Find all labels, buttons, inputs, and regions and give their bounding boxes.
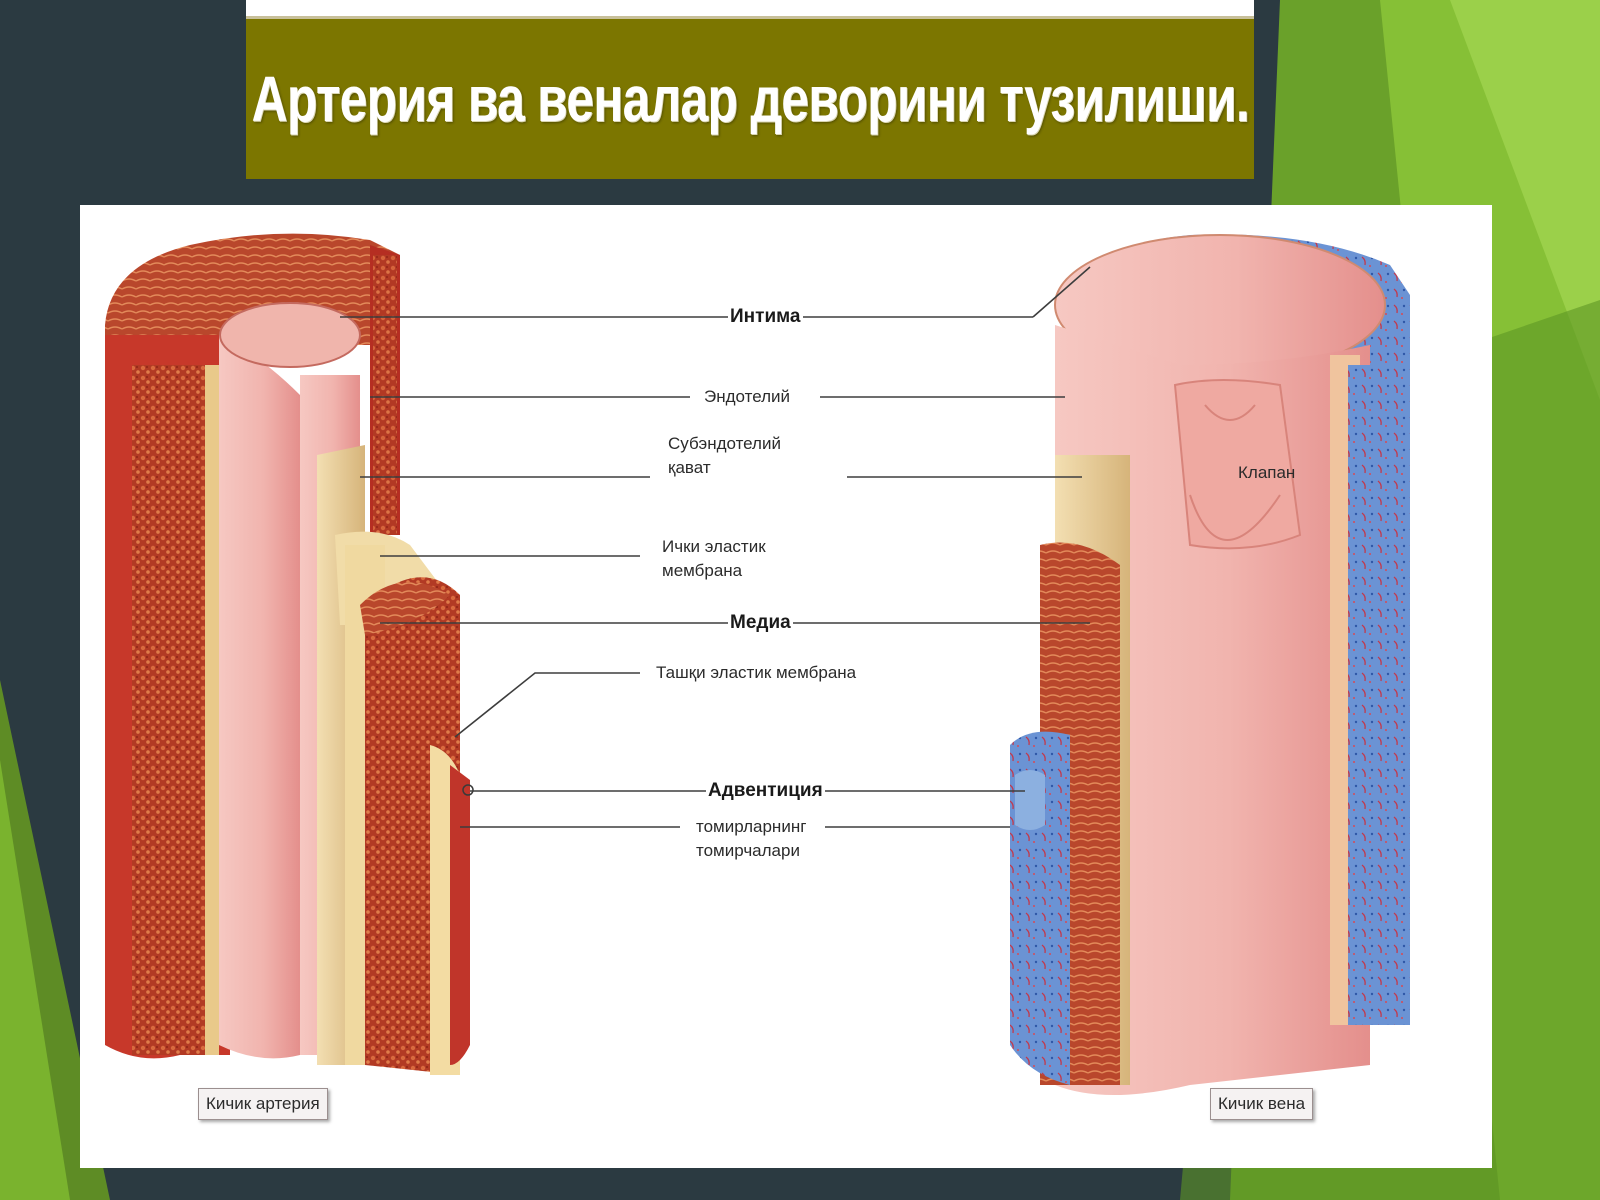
artery-illustration bbox=[105, 233, 474, 1075]
label-endothelium: Эндотелий bbox=[702, 385, 793, 409]
slide-title: Артерия ва веналар деворини тузилиши. bbox=[251, 63, 1249, 135]
title-strip bbox=[246, 0, 1254, 19]
title-bar: Артерия ва веналар деворини тузилиши. bbox=[246, 19, 1254, 179]
vein-illustration bbox=[1010, 234, 1410, 1095]
caption-small-vein: Кичик вена bbox=[1210, 1088, 1314, 1120]
label-internal-elastic-membrane: Ички эластик мембрана bbox=[660, 535, 768, 583]
label-media: Медиа bbox=[728, 611, 793, 635]
label-external-elastic-membrane: Ташқи эластик мембрана bbox=[654, 661, 859, 685]
label-vasa-vasorum: томирларнинг томирчалари bbox=[694, 815, 809, 863]
leader-lines bbox=[340, 266, 1091, 828]
label-intima: Интима bbox=[728, 305, 803, 329]
vessel-diagram bbox=[105, 233, 1410, 1095]
label-valve: Клапан bbox=[1238, 463, 1296, 482]
caption-small-artery: Кичик артерия bbox=[198, 1088, 328, 1120]
label-subendothelial-layer: Субэндотелий қават bbox=[666, 432, 783, 480]
label-adventitia: Адвентиция bbox=[706, 779, 825, 803]
diagram-panel: Интима Эндотелий Субэндотелий қават Ички… bbox=[80, 205, 1492, 1168]
